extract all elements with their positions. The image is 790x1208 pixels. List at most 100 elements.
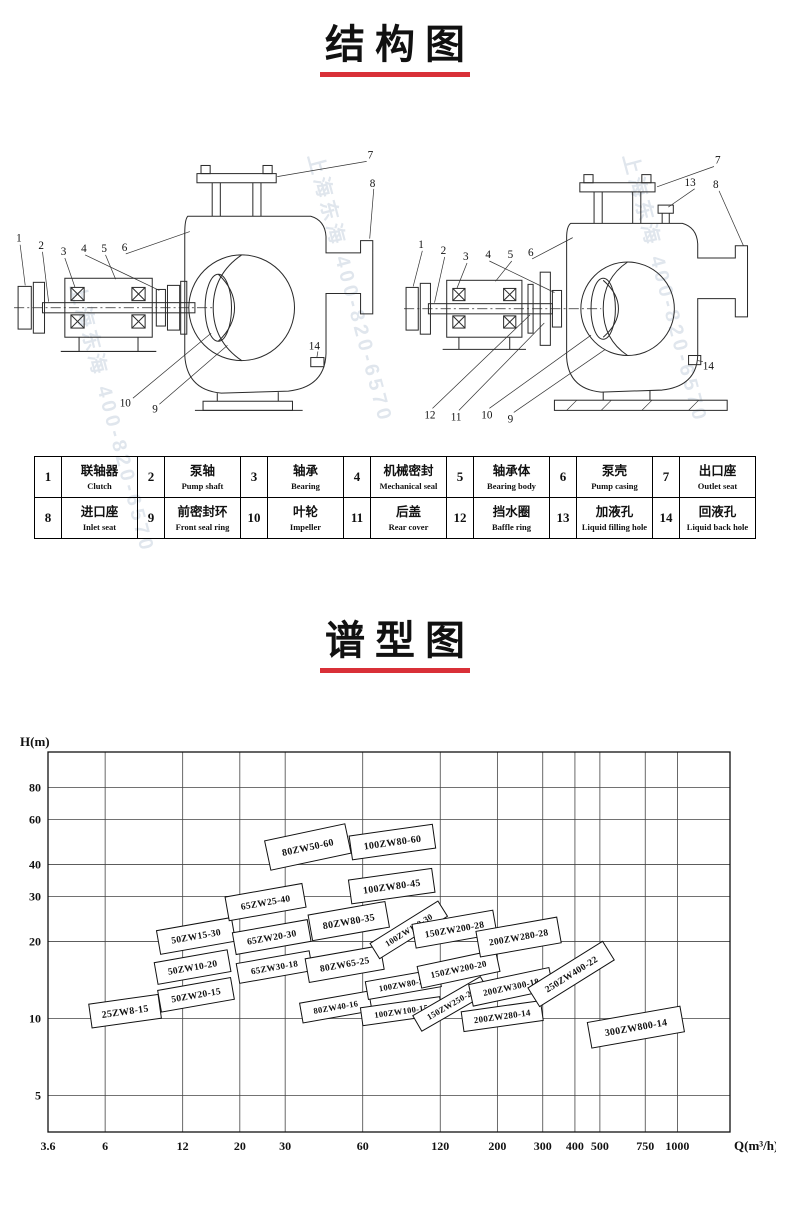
x-tick-label: 12 <box>177 1139 189 1153</box>
pump-model-box: 80ZW80-35 <box>307 900 391 942</box>
part-name-cn: 叶轮 <box>292 505 318 520</box>
x-tick-label: 1000 <box>665 1139 689 1153</box>
pump-model-region <box>88 993 162 1029</box>
pump-model-box: 100ZW80-45 <box>347 867 436 905</box>
x-tick-label: 3.6 <box>41 1139 56 1153</box>
x-tick-label: 200 <box>488 1139 506 1153</box>
plot-border <box>47 751 731 1133</box>
pump-model-box: 200ZW300-18 <box>468 966 555 1007</box>
callout-number: 13 <box>685 177 697 189</box>
callout-number: 8 <box>713 179 719 191</box>
callout-number: 6 <box>528 247 534 259</box>
callout-number: 2 <box>441 245 447 257</box>
x-tick-label: 120 <box>431 1139 449 1153</box>
callout-number: 1 <box>16 233 22 245</box>
part-number: 6 <box>549 456 577 498</box>
pump-model-region <box>411 909 498 949</box>
callout-number: 9 <box>508 414 514 426</box>
callout-number: 10 <box>481 410 493 422</box>
callout-number: 7 <box>368 149 374 161</box>
pump-model-region <box>155 916 237 955</box>
pump-model-box: 200ZW280-28 <box>475 916 562 958</box>
part-number: 5 <box>446 456 474 498</box>
callout-number: 7 <box>715 154 721 166</box>
pump-model-region <box>586 1005 686 1049</box>
y-axis-label: H(m) <box>20 734 50 749</box>
part-number: 4 <box>343 456 371 498</box>
pump-model-region <box>348 823 437 861</box>
part-name-en: Inlet seat <box>82 521 117 532</box>
part-number: 8 <box>34 497 62 539</box>
callout-number: 5 <box>101 243 107 255</box>
part-name-cn: 进口座 <box>80 505 119 520</box>
part-name-cn: 轴承 <box>292 464 318 479</box>
part-name-cn: 泵轴 <box>189 464 215 479</box>
x-tick-label: 30 <box>279 1139 291 1153</box>
callout-leader-lines <box>19 161 375 405</box>
part-name-cn: 后盖 <box>395 505 421 520</box>
part-name-en: Rear cover <box>388 521 429 532</box>
pump-model-box: 200ZW280-14 <box>460 1000 544 1033</box>
pump-model-box: 80ZW40-16 <box>299 990 373 1024</box>
pump-model-region <box>527 940 615 1008</box>
callout-number: 3 <box>61 246 67 258</box>
y-tick-label: 80 <box>29 780 41 794</box>
x-tick-label: 500 <box>591 1139 609 1153</box>
pump-model-region <box>299 990 373 1024</box>
pump-model-box: 80ZW50-60 <box>264 823 352 871</box>
part-number: 2 <box>137 456 165 498</box>
pump-drawing <box>14 164 374 411</box>
part-name-en: Baffle ring <box>492 521 531 532</box>
callout-numbers: 1 2 3 4 5 6 7 8 9 10 14 <box>16 149 376 415</box>
pump-model-box: 50ZW20-15 <box>157 976 235 1013</box>
part-name-en: Liquid back hole <box>686 521 749 532</box>
part-name-cn: 泵壳 <box>601 464 627 479</box>
y-tick-label: 40 <box>29 857 41 871</box>
pump-model-box: 100ZW80-60 <box>348 823 437 861</box>
part-name-en: Pump shaft <box>181 480 224 491</box>
y-tick-label: 5 <box>35 1088 41 1102</box>
callout-number: 6 <box>122 242 128 254</box>
part-number: 11 <box>343 497 371 539</box>
callout-number: 14 <box>703 361 715 373</box>
callout-number: 10 <box>120 397 132 409</box>
part-number: 13 <box>549 497 577 539</box>
part-name-en: Pump casing <box>591 480 638 491</box>
part-name-cn: 联轴器 <box>80 464 119 479</box>
callout-leader-lines <box>412 166 744 413</box>
structure-diagram-left: 1 2 3 4 5 6 7 8 9 10 14 <box>14 149 376 415</box>
callout-number: 9 <box>152 403 158 415</box>
part-name-en: Bearing body <box>487 480 536 491</box>
pump-model-box: 300ZW800-14 <box>586 1005 686 1049</box>
section-title-spectrum: 谱型图 <box>325 619 475 663</box>
y-tick-label: 60 <box>29 812 41 826</box>
pump-model-region <box>224 882 307 922</box>
part-number: 1 <box>34 456 62 498</box>
x-tick-label: 400 <box>566 1139 584 1153</box>
pump-model-box: 150ZW200-20 <box>416 949 501 989</box>
part-number: 10 <box>240 497 268 539</box>
pump-model-box: 65ZW30-18 <box>235 950 314 984</box>
callout-number: 14 <box>309 340 321 352</box>
callout-number: 12 <box>424 410 435 422</box>
callout-number: 11 <box>451 412 462 424</box>
part-name-cn: 出口座 <box>698 464 737 479</box>
part-name-cn: 机械密封 <box>383 464 434 479</box>
pump-model-region <box>460 1000 544 1033</box>
part-name-en: Front seal ring <box>175 521 230 532</box>
part-name-en: Liquid filling hole <box>581 521 648 532</box>
callout-number: 1 <box>418 239 424 251</box>
x-axis-label: Q(m³/h) <box>734 1138 776 1153</box>
